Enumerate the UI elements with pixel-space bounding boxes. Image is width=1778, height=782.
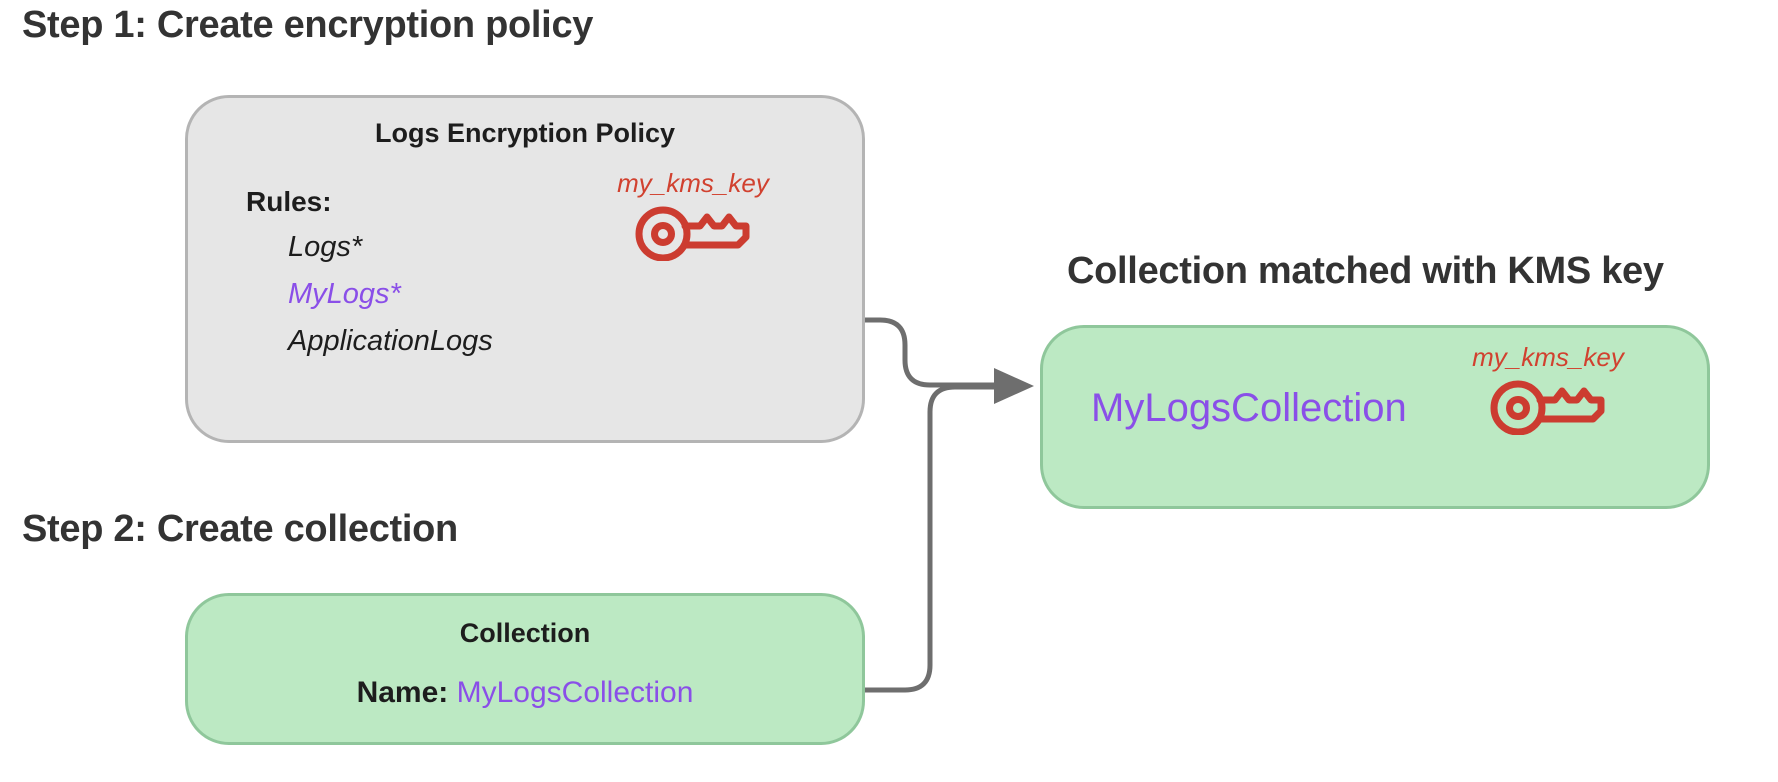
kms-key-label: my_kms_key: [1472, 342, 1624, 372]
rules-label: Rules:: [246, 186, 332, 217]
policy-kms-key-group: my_kms_key: [563, 168, 823, 261]
rule-item: ApplicationLogs: [288, 325, 493, 357]
collection-name-label: Name:: [356, 676, 449, 709]
matched-kms-key-group: my_kms_key: [1423, 342, 1673, 435]
matched-collection-name: MyLogsCollection: [1091, 386, 1407, 430]
collection-name-value: MyLogsCollection: [456, 676, 694, 709]
collection-name-row: Name: MyLogsCollection: [188, 676, 862, 710]
rule-item: Logs*: [288, 231, 363, 263]
collection-card: Collection Name: MyLogsCollection: [185, 593, 865, 745]
collection-card-title: Collection: [459, 618, 591, 648]
key-icon: [1490, 380, 1605, 435]
rule-item-matched: MyLogs*: [288, 278, 401, 310]
page-title-step2: Step 2: Create collection: [22, 508, 458, 550]
page-title-step1: Step 1: Create encryption policy: [22, 4, 594, 46]
logs-encryption-policy-card: Logs Encryption Policy Rules: Logs* MyLo…: [185, 95, 865, 443]
matched-collection-card: MyLogsCollection my_kms_key: [1040, 325, 1710, 509]
arrowhead-icon: [994, 368, 1034, 404]
kms-key-label: my_kms_key: [617, 168, 769, 198]
policy-card-title: Logs Encryption Policy: [374, 118, 676, 148]
page-title-result: Collection matched with KMS key: [1067, 250, 1664, 292]
key-icon: [635, 206, 750, 261]
